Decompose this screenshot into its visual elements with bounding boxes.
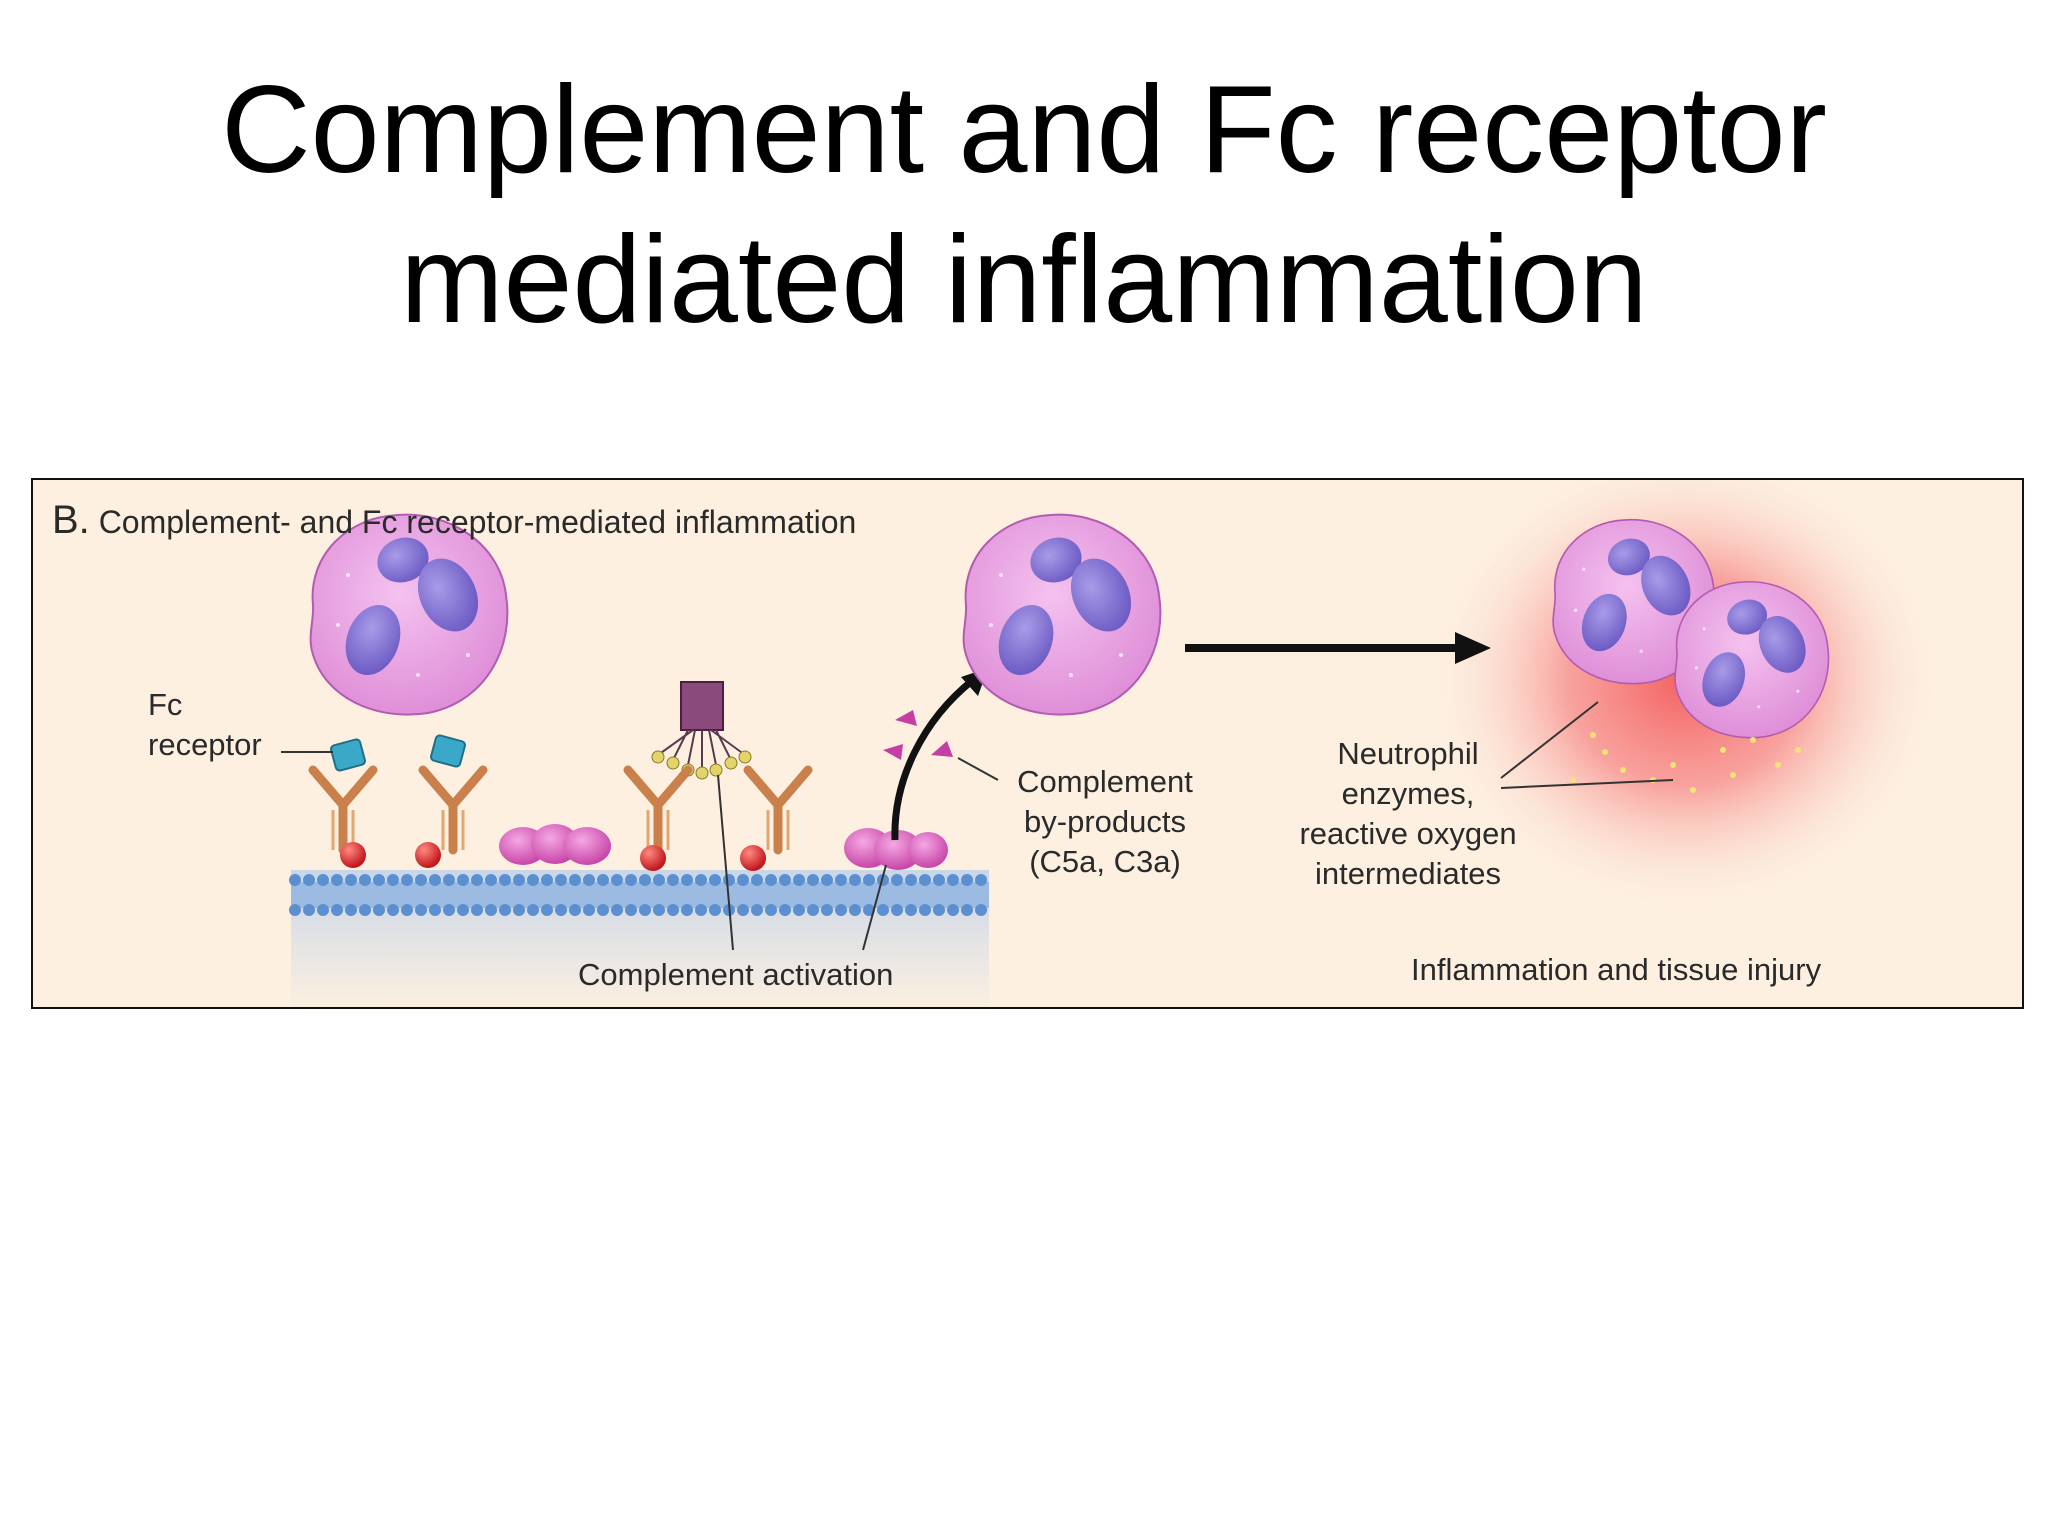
antibody-icon [748,770,808,850]
antibody-icon [313,770,373,850]
complement-deposit-icon [844,828,948,870]
neutrophil-enzymes-label: Neutrophil enzymes, reactive oxygen inte… [1273,734,1543,894]
diagram-illustration [281,480,1945,1007]
neutrophil-enzymes-line4: intermediates [1314,856,1502,891]
slide-title-line-2: mediated inflammation [400,211,1648,349]
fc-receptor-label: Fc receptor [148,685,262,765]
antigen-icon [740,845,766,871]
leader-lines [281,701,1674,951]
complement-protein-icon [499,824,611,865]
c1-complex-icon [651,681,752,780]
complement-byproducts-line1: Complement [1017,764,1193,799]
neutrophil-cell [309,513,509,716]
cell-membrane [289,874,989,916]
complement-byproducts-line3: (C5a, C3a) [1029,844,1181,879]
fc-receptor-icon [330,734,466,772]
diagram-panel: B. Complement- and Fc receptor-mediated … [31,478,2024,1009]
antigen-icon [340,842,366,868]
neutrophil-enzymes-line3: reactive oxygen [1299,816,1517,851]
antigen-icon [415,842,441,868]
slide-title: Complement and Fc receptor mediated infl… [0,55,2048,355]
neutrophil-enzymes-line2: enzymes, [1341,776,1475,811]
fc-receptor-label-line1: Fc [148,687,183,722]
inflammation-label: Inflammation and tissue injury [1411,952,1822,987]
complement-byproducts-label: Complement by-products (C5a, C3a) [995,762,1215,882]
panel-title-text: Complement- and Fc receptor-mediated inf… [98,504,857,540]
neutrophil-enzymes-line1: Neutrophil [1337,736,1479,771]
neutrophil-cell [962,513,1162,716]
antigen-icon [640,845,666,871]
panel-letter: B. [52,498,90,542]
slide-title-line-1: Complement and Fc receptor [221,61,1827,199]
fc-receptor-label-line2: receptor [148,727,262,762]
arrowhead-icon [1455,632,1491,664]
complement-activation-label: Complement activation [578,957,894,992]
panel-title: B. Complement- and Fc receptor-mediated … [52,498,856,543]
neutrophil-cell [1674,580,1830,739]
antibody-icon [423,770,483,850]
curved-arrow-icon [891,677,976,841]
complement-byproducts-line2: by-products [1024,804,1186,839]
complement-byproduct-icon [883,710,953,760]
antibody-icon [628,770,688,850]
